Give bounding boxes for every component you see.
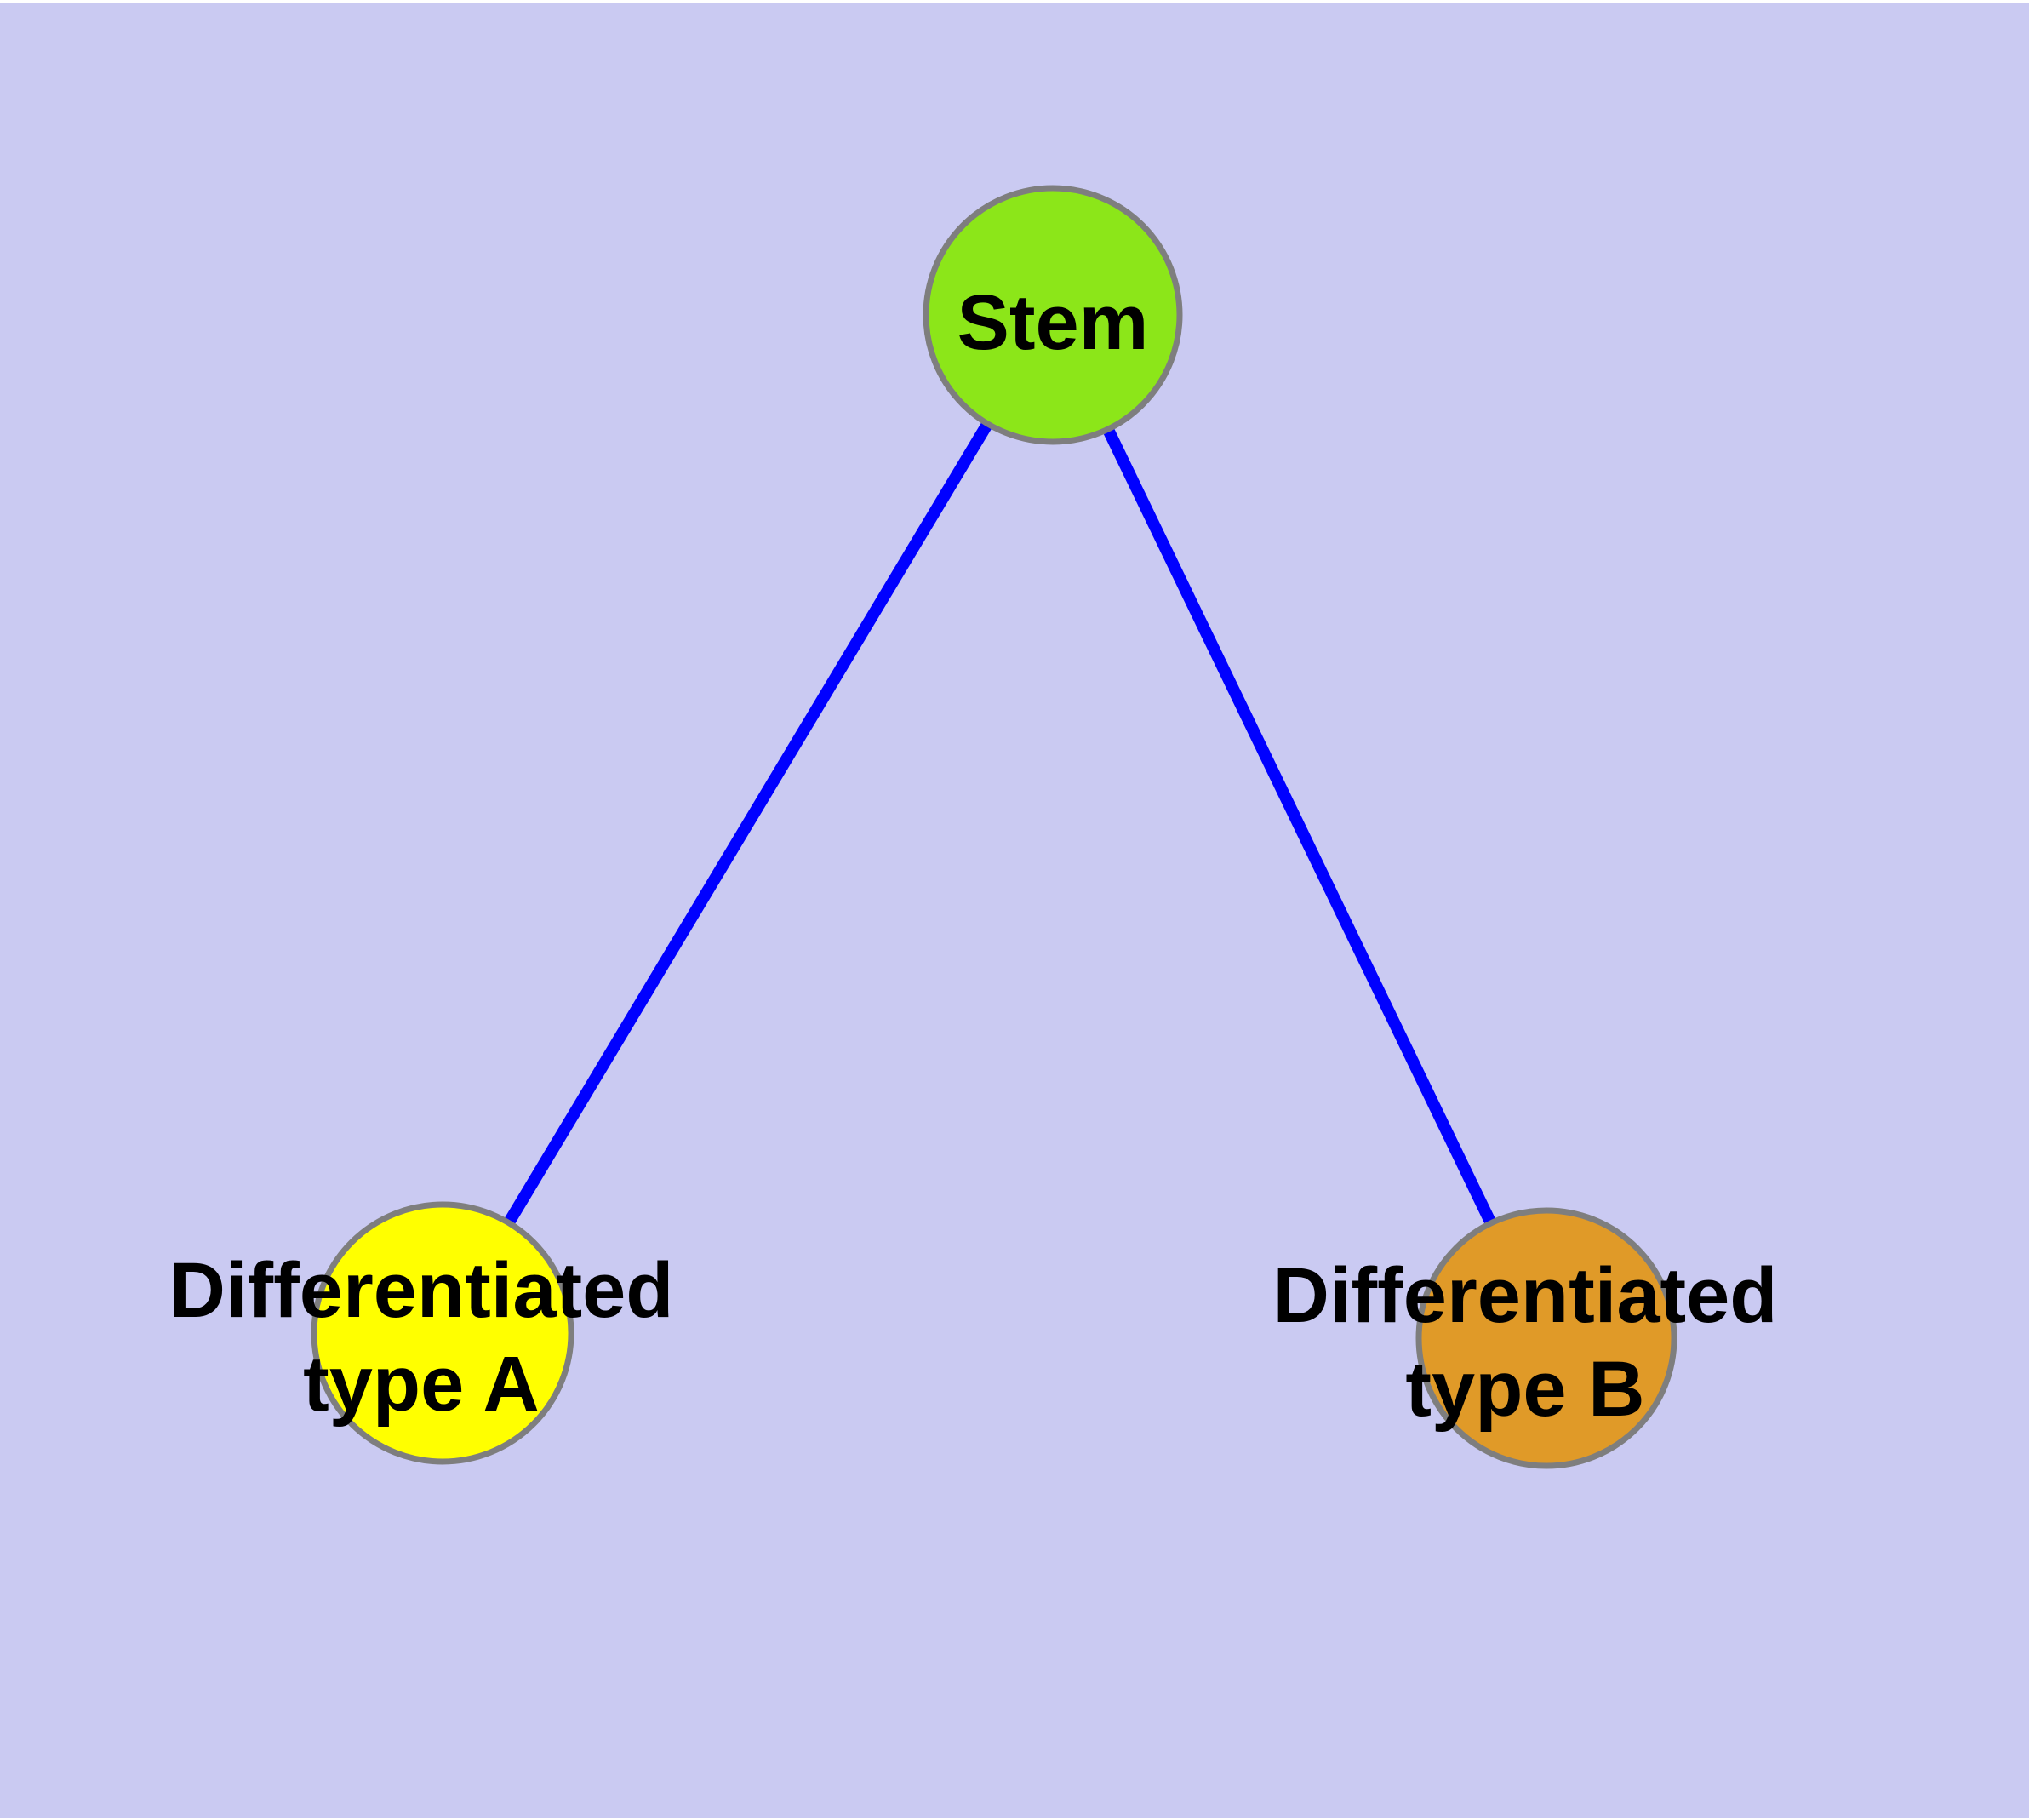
type-b-node-label-line2: type B [1405,1346,1644,1433]
type-a-node-label-line1: Differentiated [169,1247,674,1334]
type-a-node-circle [311,1201,574,1465]
edge-stem-to-type-a [437,312,1059,1336]
type-a-node-label-line2: type A [303,1341,540,1428]
stem-node-label: Stem [957,279,1149,366]
edge-stem-to-type-b [1047,312,1552,1342]
type-b-node-label-line1: Differentiated [1273,1252,1778,1339]
stem-node-circle [923,185,1183,445]
type-a-node: Differentiated type A [169,1201,674,1465]
type-b-node-circle [1415,1207,1677,1469]
type-b-node: Differentiated type B [1273,1207,1778,1469]
stem-node: Stem [923,185,1183,445]
